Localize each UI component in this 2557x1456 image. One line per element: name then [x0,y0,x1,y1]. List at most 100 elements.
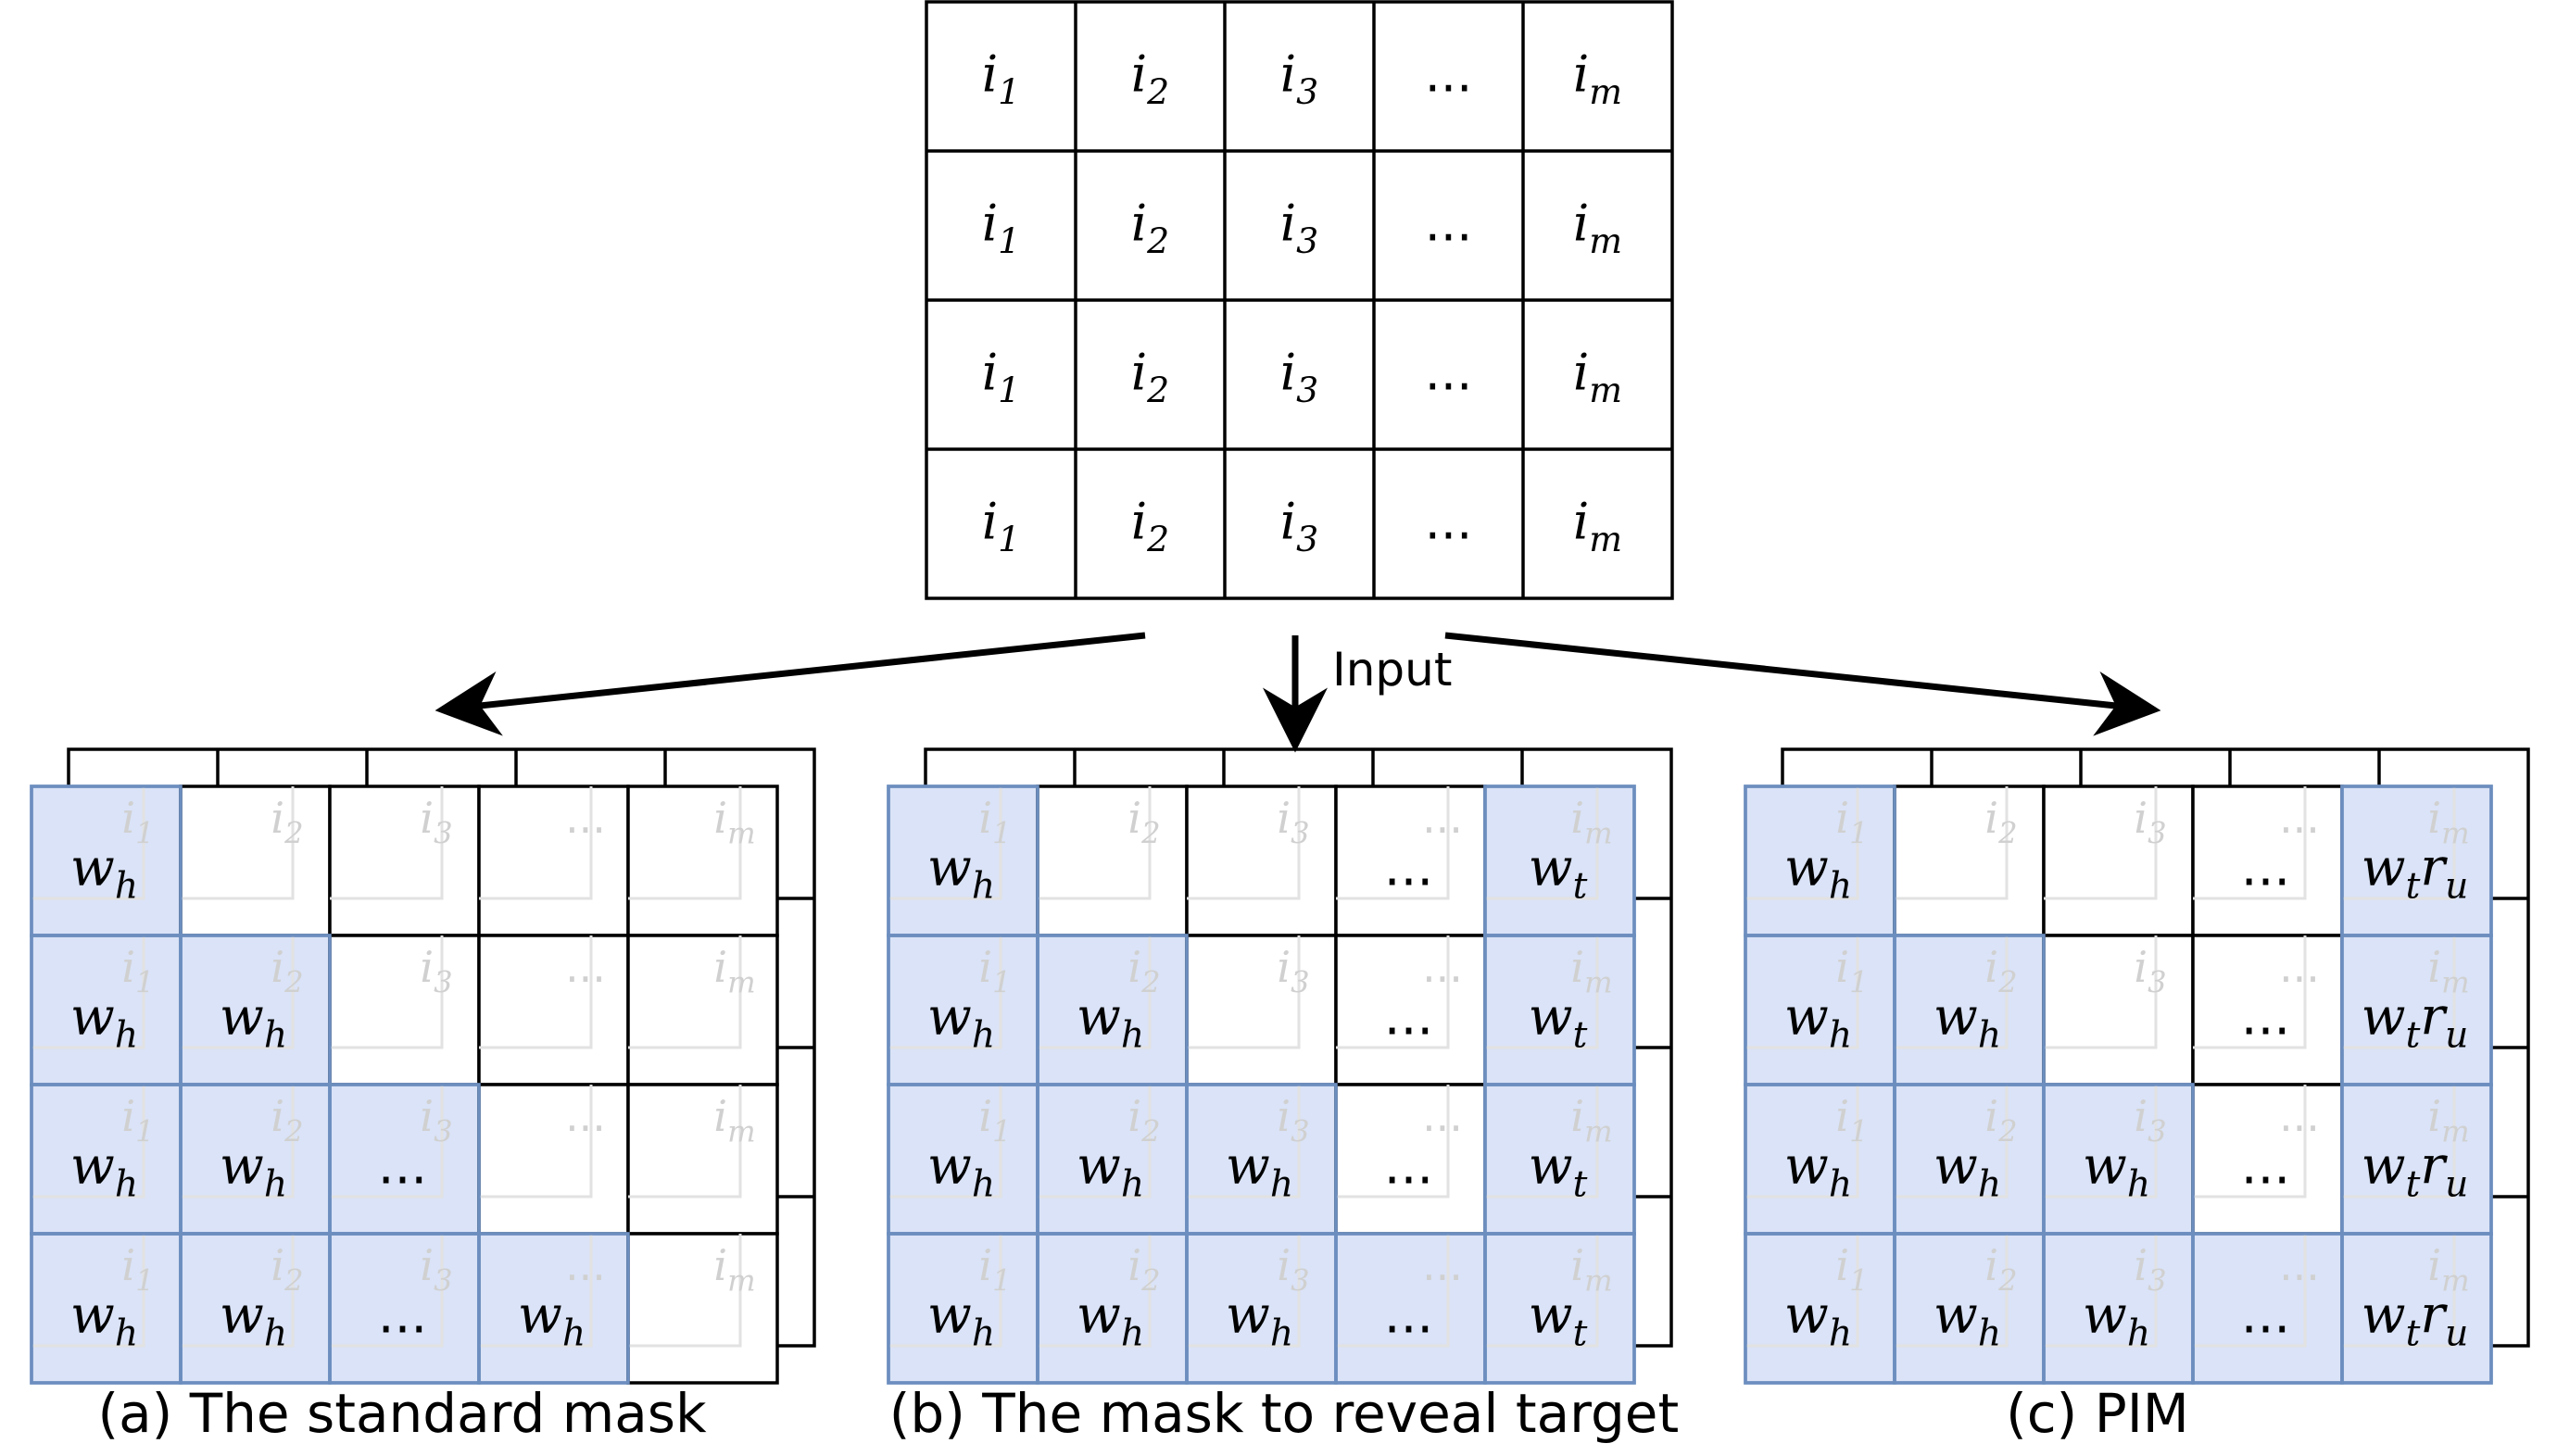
input-cell-label: i1 [982,195,1020,262]
ghost-input-label: i3 [2134,793,2166,851]
ghost-line [1038,1085,1152,1199]
ghost-line [1187,786,1301,900]
ghost-line [31,1085,145,1199]
mask-cell-label: wh [1077,1136,1144,1206]
ghost-line [31,786,145,900]
mask-cell-label: ... [2241,987,2290,1048]
ghost-input-label: i3 [1277,793,1309,851]
mask-cell-label: wh [927,1286,995,1355]
input-cell-label: i1 [982,344,1020,411]
ghost-input-label: im [713,1091,755,1149]
ghost-input-label: i1 [121,1091,154,1149]
mask-cell-label: wt [1529,1136,1588,1206]
masked-cell-border [2340,1232,2493,1385]
mask-cell-label: wh [518,1286,586,1355]
ghost-input-label: ... [1422,1240,1463,1290]
ghost-input-label: i1 [978,1091,1011,1149]
unmasked-cell [328,784,481,937]
input-cell-label: i3 [1280,45,1318,113]
ghost-input-label: i1 [1835,793,1868,851]
ghost-line [1895,1234,2009,1348]
input-cell-label: ... [1425,344,1473,402]
input-cell-label: i3 [1280,493,1318,560]
input-cell-label: im [1573,45,1622,113]
ghost-line [888,1085,1002,1199]
ghost-input-label: im [713,793,755,851]
ghost-line [2044,1085,2158,1199]
mask-cell-label: wh [70,1136,138,1206]
input-cell-label: i1 [982,45,1020,113]
ghost-input-label: i2 [1127,1091,1160,1149]
mask-cell-label: wh [927,987,995,1057]
mask-cell-label: ... [2241,838,2290,898]
ghost-line [479,935,593,1049]
ghost-line [181,1085,295,1199]
mask-cell-label: wh [1784,1286,1852,1355]
masked-cell [1893,1083,2046,1236]
ghost-input-label: ... [1422,942,1463,992]
ghost-input-label: i3 [2134,1240,2166,1299]
ghost-input-label: ... [1422,1091,1463,1141]
masked-cell [2340,784,2493,937]
input-cell-label: i3 [1280,344,1318,411]
mask-cell-label: wtru [2362,1136,2469,1206]
mask-cell-label: ... [1384,838,1433,898]
ghost-line [888,786,1002,900]
ghost-line [2193,1085,2307,1199]
mask-cell-label: wh [1784,1136,1852,1206]
ghost-line [888,1234,1002,1348]
mask-cell-label: ... [1384,1286,1433,1346]
mask-cell-label: wh [70,838,138,908]
mask-cell-label: ... [378,1136,427,1197]
ghost-line [1485,935,1599,1049]
mask-cell-label: wh [1933,987,2001,1057]
mask-cell-label: ... [2241,1136,2290,1197]
mask-cell-label: wh [2083,1136,2150,1206]
mask-cell-label: wh [1933,1286,2001,1355]
ghost-input-label: im [713,1240,755,1299]
ghost-line [628,935,742,1049]
ghost-line [479,1234,593,1348]
mask-cell-label: wh [1226,1286,1293,1355]
ghost-input-label: i1 [121,1240,154,1299]
ghost-line [1485,1085,1599,1199]
ghost-line [181,935,295,1049]
ghost-input-label: im [1570,942,1612,1000]
mask-cell-label: wh [927,1136,995,1206]
mask-cell-label: wh [70,1286,138,1355]
unmasked-cell [1036,784,1189,937]
ghost-line [2044,935,2158,1049]
ghost-line [1038,935,1152,1049]
unmasked-cell [179,784,332,937]
unmasked-cell [477,1083,630,1236]
mask-cell-label: wt [1529,1286,1588,1355]
ghost-line [1745,1085,1859,1199]
input-cell-label: i2 [1131,195,1169,262]
unmasked-cell [626,934,779,1086]
ghost-input-label: i3 [420,942,452,1000]
mask-cell-label: wtru [2362,987,2469,1057]
mask-cell-label: wh [220,1136,287,1206]
input-cell-label: im [1573,344,1622,411]
ghost-line [31,1234,145,1348]
ghost-input-label: i2 [271,1240,303,1299]
ghost-input-label: ... [2279,942,2320,992]
mask-cell-label: wh [1226,1136,1293,1206]
ghost-line [628,1085,742,1199]
caption-b: (b) The mask to reveal target [889,1382,1679,1445]
ghost-input-label: ... [2279,1091,2320,1141]
input-cell-label: ... [1425,45,1473,104]
ghost-line [330,1234,444,1348]
ghost-line [2193,1234,2307,1348]
ghost-line [181,786,295,900]
ghost-input-label: i1 [1835,942,1868,1000]
ghost-line [888,935,1002,1049]
masked-cell [179,1083,332,1236]
ghost-input-label: ... [565,793,606,843]
ghost-line [1336,935,1450,1049]
ghost-input-label: im [1570,1091,1612,1149]
ghost-line [1745,786,1859,900]
mask-cell-label: wh [2083,1286,2150,1355]
